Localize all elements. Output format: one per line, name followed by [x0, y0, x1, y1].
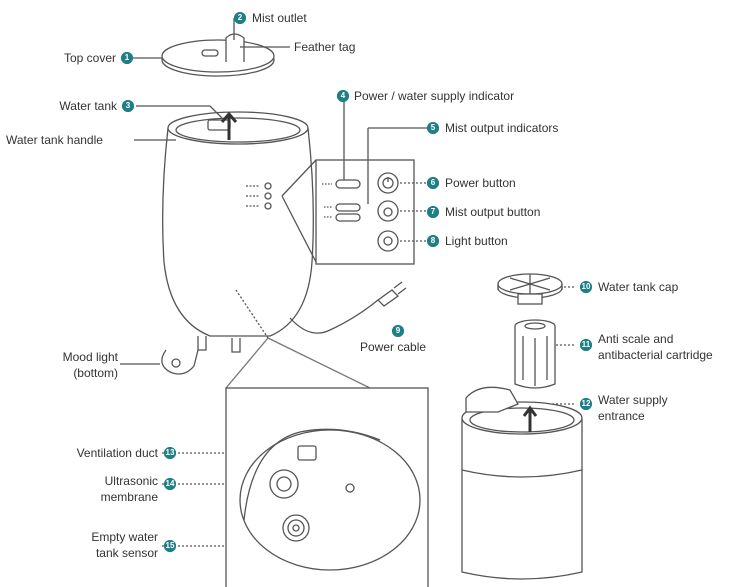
badge-6: 6 — [427, 177, 439, 189]
badge-9: 9 — [392, 325, 404, 337]
badge-15: 15 — [164, 540, 176, 552]
tank-cap-drawing — [497, 273, 563, 305]
label-water-tank-cap: Water tank cap — [598, 280, 679, 294]
label-ventilation-duct: Ventilation duct — [76, 446, 158, 460]
badge-7: 7 — [427, 206, 439, 218]
label-mist-output-button: Mist output button — [445, 205, 541, 219]
top-cover-drawing — [161, 33, 275, 77]
label-water-supply-2: entrance — [598, 409, 645, 423]
label-cartridge-2: antibacterial cartridge — [598, 348, 713, 362]
label-mist-output-indicators: Mist output indicators — [445, 121, 559, 135]
label-empty-tank-1: Empty water — [91, 530, 158, 544]
label-power-water-indicator: Power / water supply indicator — [354, 89, 515, 103]
label-water-tank: Water tank — [59, 99, 117, 113]
label-top-cover: Top cover — [63, 51, 116, 65]
label-power-button: Power button — [445, 176, 516, 190]
badge-8: 8 — [427, 235, 439, 247]
label-light-button: Light button — [445, 234, 508, 248]
label-mood-light: Mood light — [62, 350, 118, 364]
badge-5: 5 — [427, 122, 439, 134]
label-mist-outlet: Mist outlet — [252, 11, 307, 25]
main-body-drawing — [161, 111, 407, 375]
badge-4: 4 — [337, 90, 349, 102]
control-panel-drawing — [281, 159, 415, 265]
label-water-tank-handle: Water tank handle — [6, 133, 103, 147]
label-feather-tag: Feather tag — [294, 40, 356, 54]
water-tank-drawing — [461, 386, 583, 580]
badge-11: 11 — [580, 339, 592, 351]
badge-14: 14 — [164, 478, 176, 490]
badge-2: 2 — [234, 12, 246, 24]
bottom-zoom-drawing — [225, 337, 429, 587]
label-mood-light-bottom: (bottom) — [73, 366, 118, 380]
label-power-cable: Power cable — [360, 340, 427, 354]
label-water-supply-1: Water supply — [598, 393, 668, 407]
label-ultrasonic-2: membrane — [100, 490, 158, 504]
badge-3: 3 — [122, 100, 134, 112]
label-ultrasonic-1: Ultrasonic — [104, 474, 158, 488]
badge-13: 13 — [164, 447, 176, 459]
badge-12: 12 — [580, 398, 592, 410]
cartridge-drawing — [514, 319, 556, 389]
label-cartridge-1: Anti scale and — [598, 332, 674, 346]
label-empty-tank-2: tank sensor — [95, 546, 158, 560]
badge-10: 10 — [580, 281, 592, 293]
badge-1: 1 — [121, 52, 133, 64]
